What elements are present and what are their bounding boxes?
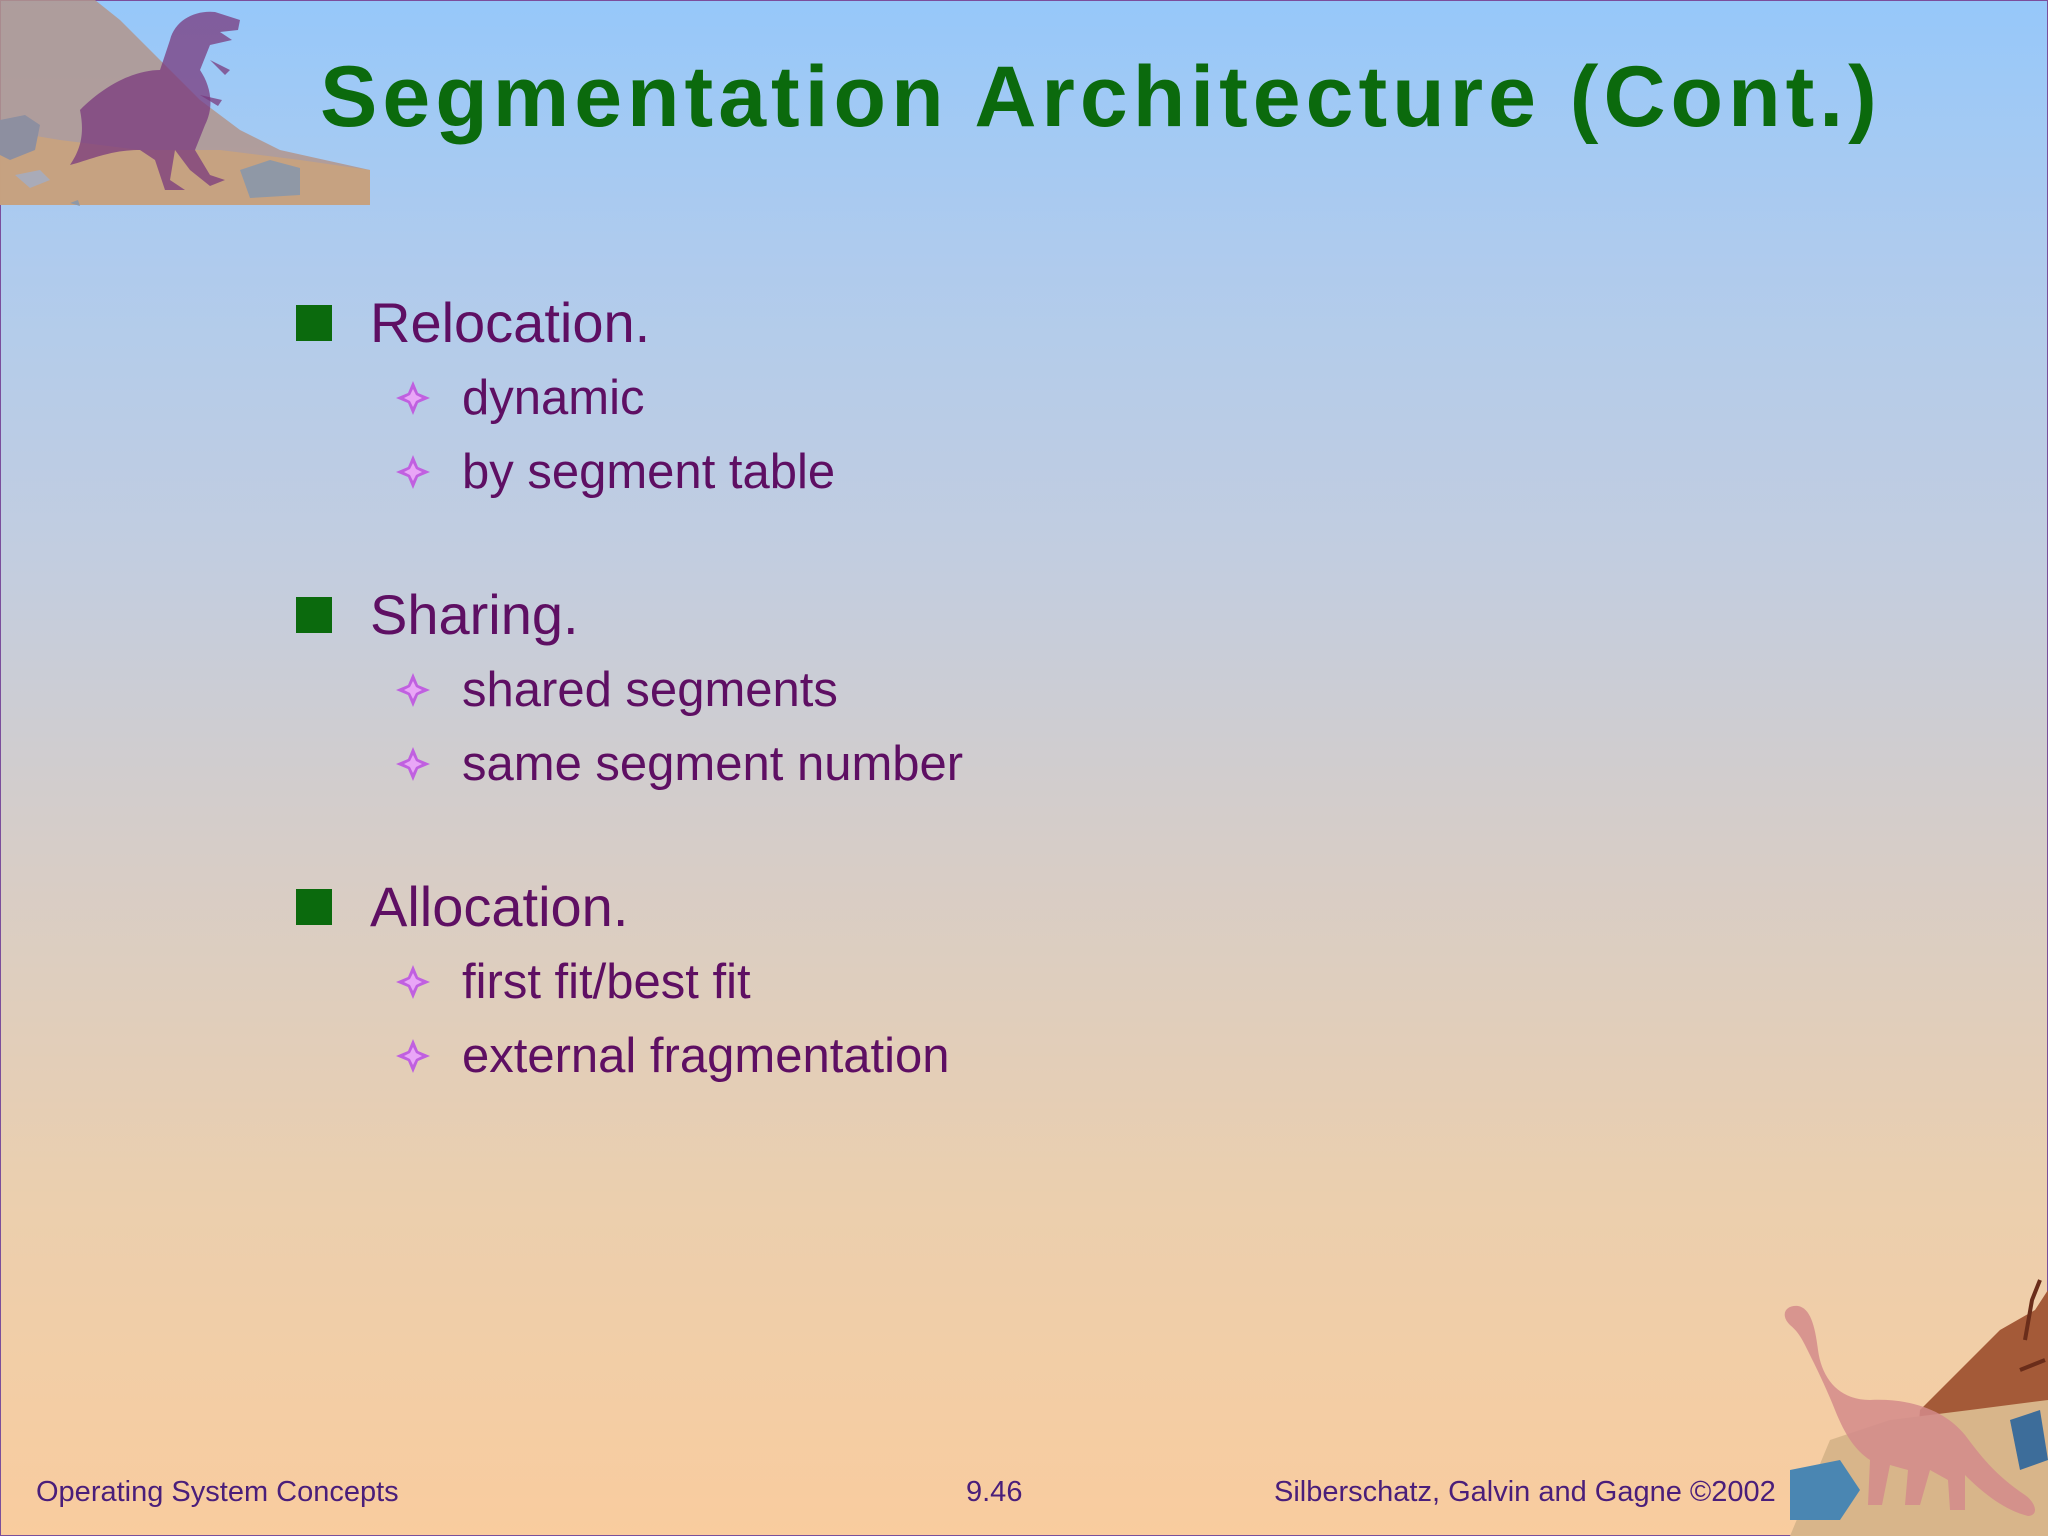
sub-bullet-shared-segments: shared segments <box>394 662 838 718</box>
sub-bullet-label: by segment table <box>462 445 836 499</box>
sub-bullet-label: shared segments <box>462 663 838 717</box>
diamond-sparkle-icon <box>396 1039 430 1073</box>
bullet-allocation: Allocation. <box>296 874 628 939</box>
square-bullet-icon <box>296 304 332 341</box>
brontosaurus-illustration <box>1784 1279 2048 1536</box>
slide-title: Segmentation Architecture (Cont.) <box>320 49 1882 145</box>
diamond-sparkle-icon <box>396 747 430 781</box>
bullet-label: Sharing. <box>370 583 579 646</box>
bullet-label: Allocation. <box>370 875 629 938</box>
sub-bullet-same-segment-number: same segment number <box>394 736 963 792</box>
sub-bullet-dynamic: dynamic <box>394 370 644 426</box>
t-rex-illustration <box>0 0 370 206</box>
footer-course-title: Operating System Concepts <box>36 1476 399 1508</box>
sub-bullet-label: first fit/best fit <box>462 955 751 1009</box>
bullet-sharing: Sharing. <box>296 582 579 647</box>
footer-copyright: Silberschatz, Galvin and Gagne ©2002 <box>1274 1476 1776 1508</box>
sub-bullet-first-fit-best-fit: first fit/best fit <box>394 954 751 1010</box>
diamond-sparkle-icon <box>396 455 430 489</box>
bullet-label: Relocation. <box>370 291 651 354</box>
sub-bullet-label: dynamic <box>462 371 645 425</box>
sub-bullet-by-segment-table: by segment table <box>394 444 835 500</box>
diamond-sparkle-icon <box>396 673 430 707</box>
diamond-sparkle-icon <box>396 381 430 415</box>
diamond-sparkle-icon <box>396 965 430 999</box>
footer-page-number: 9.46 <box>966 1476 1023 1508</box>
bullet-relocation: Relocation. <box>296 290 650 355</box>
sub-bullet-label: same segment number <box>462 737 964 791</box>
sub-bullet-external-fragmentation: external fragmentation <box>394 1028 950 1084</box>
sub-bullet-label: external fragmentation <box>462 1029 950 1083</box>
square-bullet-icon <box>296 888 332 925</box>
square-bullet-icon <box>296 596 332 633</box>
